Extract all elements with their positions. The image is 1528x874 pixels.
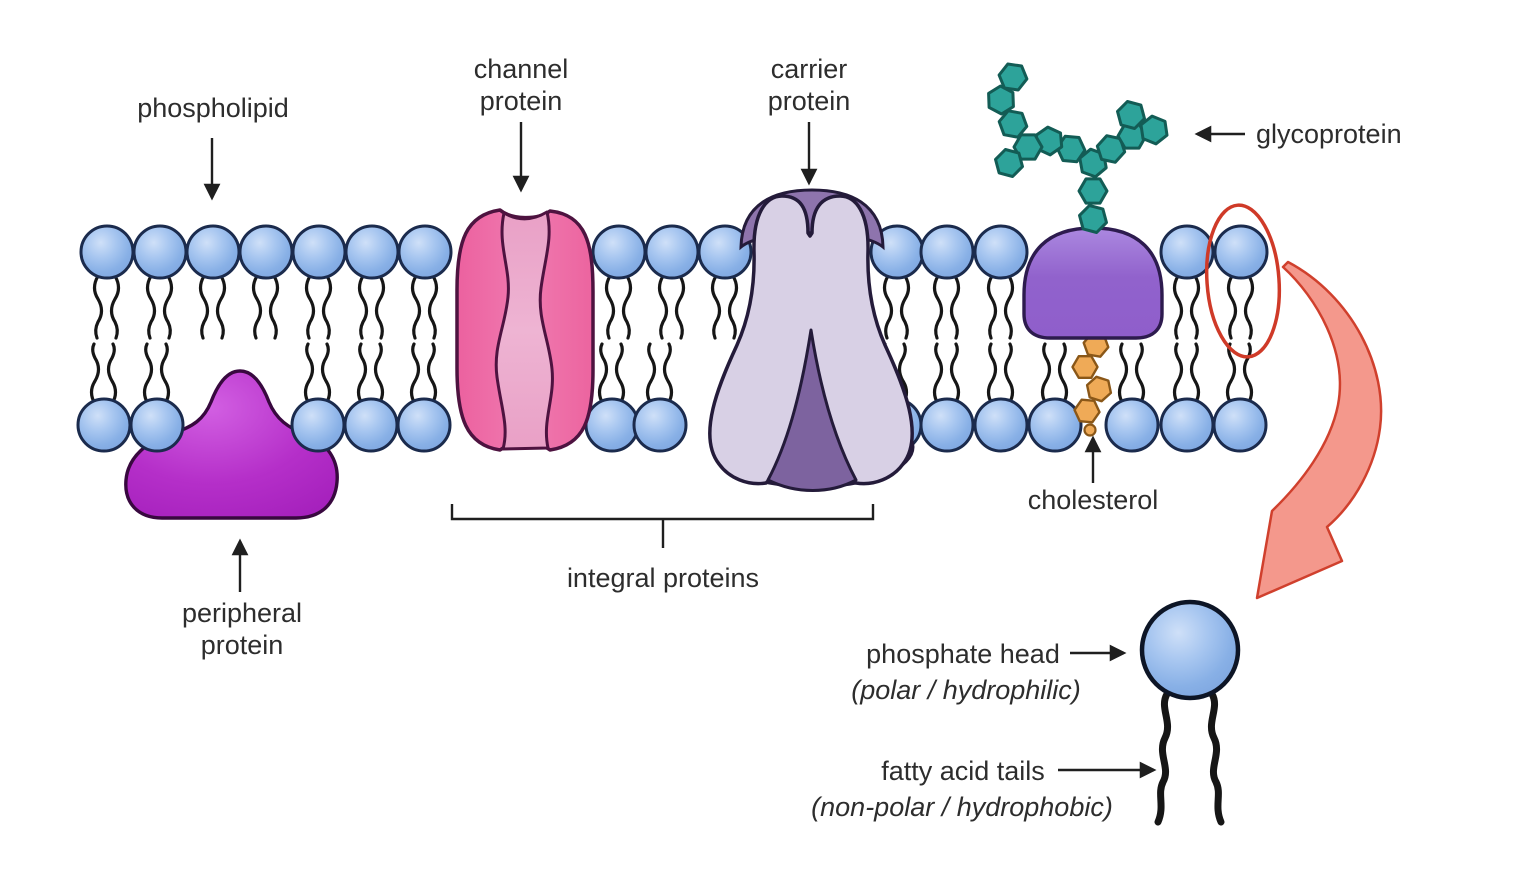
- phospholipid-unit: [919, 224, 975, 340]
- sugar-hexagon: [1012, 133, 1044, 161]
- phospholipid-unit: [632, 342, 688, 453]
- phospholipid-unit: [290, 342, 346, 453]
- phospholipid-unit: [129, 342, 185, 453]
- phospholipid-unit: [1159, 224, 1215, 340]
- peripheral-protein: [124, 369, 339, 520]
- sugar-hexagon: [997, 62, 1029, 92]
- phospholipid-unit: [76, 342, 132, 453]
- phospholipid-label: phospholipid: [137, 93, 289, 123]
- sugar-hexagon: [1078, 204, 1108, 234]
- phospholipid-unit: [343, 342, 399, 453]
- cholesterol-hexagon: [1073, 398, 1101, 424]
- sugar-hexagon: [1139, 114, 1169, 146]
- peripheral-protein-label-line2: protein: [201, 630, 284, 660]
- phospholipid-unit: [79, 224, 135, 340]
- glycoprotein-chain: [987, 62, 1169, 234]
- glycoprotein-label: glycoprotein: [1256, 119, 1402, 149]
- phospholipid-unit: [973, 342, 1029, 453]
- callout-curved-arrow: [1255, 260, 1383, 600]
- phospholipid-unit: [1212, 342, 1268, 453]
- sugar-hexagon: [997, 109, 1029, 139]
- cholesterol-hexagon: [1085, 375, 1113, 403]
- phospholipid-unit: [1159, 342, 1215, 453]
- carrier-protein-label-line1: carrier: [771, 54, 848, 84]
- integral-proteins-label: integral proteins: [567, 563, 759, 593]
- phosphate-head-label: phosphate head: [866, 639, 1060, 669]
- channel-protein-label-line1: channel: [474, 54, 569, 84]
- fatty-acid-tails-note: (non-polar / hydrophobic): [811, 792, 1113, 822]
- phospholipid-unit: [344, 224, 400, 340]
- fatty-acid-tails-label: fatty acid tails: [881, 756, 1045, 786]
- phospholipid-unit: [919, 342, 975, 453]
- cholesterol-label: cholesterol: [1028, 485, 1159, 515]
- carrier-protein: [708, 188, 915, 492]
- phospholipid-unit: [396, 342, 452, 453]
- integral-proteins-bracket: [450, 504, 875, 548]
- phospholipid-unit: [185, 224, 241, 340]
- channel-protein-label-line2: protein: [480, 86, 563, 116]
- phosphate-head-note: (polar / hydrophilic): [851, 675, 1081, 705]
- phospholipid-detail: [1139, 599, 1241, 826]
- phospholipid-unit: [238, 224, 294, 340]
- sugar-hexagon: [994, 148, 1024, 178]
- phospholipid-unit: [397, 224, 453, 340]
- sugar-hexagon: [1116, 100, 1146, 130]
- glycoprotein-body: [1022, 226, 1164, 340]
- phospholipid-unit: [697, 224, 753, 340]
- sugar-hexagon: [987, 84, 1015, 116]
- phospholipid-unit: [1027, 342, 1083, 453]
- phospholipid-unit: [1213, 224, 1269, 340]
- phospholipid-unit: [591, 224, 647, 340]
- sugar-hexagon: [1077, 177, 1109, 205]
- phospholipid-unit: [291, 224, 347, 340]
- phospholipid-unit: [132, 224, 188, 340]
- peripheral-protein-label-line1: peripheral: [182, 598, 302, 628]
- cholesterol-hexagon: [1071, 355, 1099, 379]
- phospholipid-bilayer: [76, 224, 1269, 453]
- carrier-protein-label-line2: protein: [768, 86, 851, 116]
- callout-ellipse: [1204, 203, 1282, 359]
- phospholipid-unit: [973, 224, 1029, 340]
- phospholipid-unit: [1104, 342, 1160, 453]
- phospholipid-unit: [644, 224, 700, 340]
- label-arrows: [203, 122, 1245, 779]
- channel-protein: [455, 208, 595, 452]
